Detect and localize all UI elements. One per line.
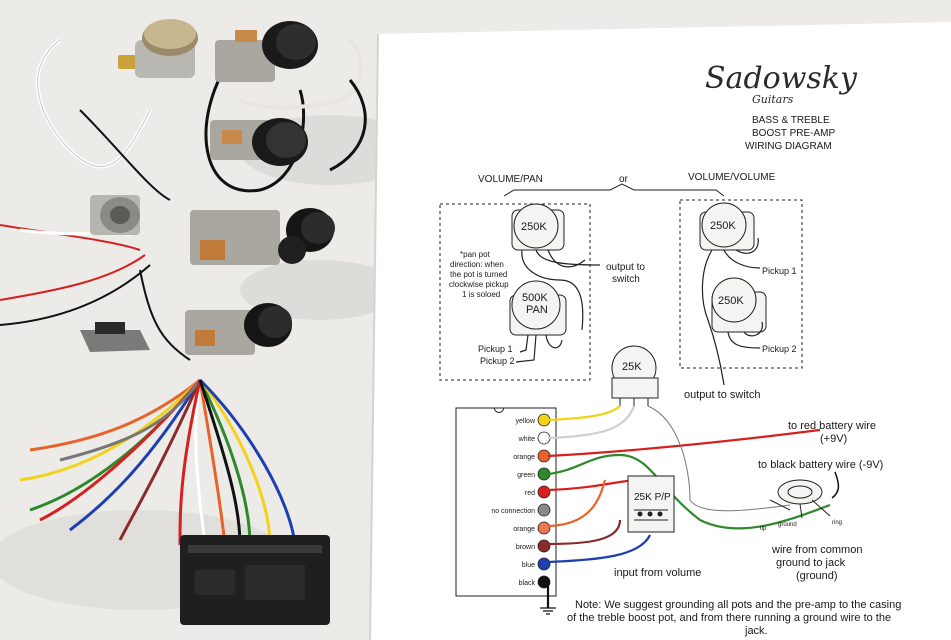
pan-pot-label-1: 500K: [522, 292, 548, 304]
preamp-terminal-label: orange: [513, 454, 535, 461]
option-bracket: [503, 183, 725, 197]
vol2-pot-label: 250K: [718, 295, 744, 307]
jack-ground: ground: [778, 522, 797, 528]
svg-text:the pot is turned: the pot is turned: [450, 270, 507, 279]
jack-ring: ring: [832, 520, 842, 526]
option-or: or: [619, 174, 629, 185]
vol2-pot: [711, 277, 767, 333]
preamp-terminal-label: yellow: [516, 418, 536, 425]
pickup1-left: Pickup 1: [478, 344, 513, 354]
option-volume-volume: VOLUME/VOLUME: [688, 172, 776, 183]
vol-pot: [511, 203, 565, 251]
preamp-terminal-label: white: [518, 436, 535, 443]
pickup2-right: Pickup 2: [762, 344, 797, 354]
parts-photo: [0, 19, 420, 625]
common-ground-1: wire from common: [771, 544, 862, 556]
preamp-terminal: [537, 521, 551, 535]
treble-pot: [611, 345, 659, 406]
pan-note: *pan pot direction: when the pot is turn…: [449, 250, 509, 299]
output-switch-2: switch: [612, 274, 640, 285]
volume-pan-box: [439, 203, 591, 381]
preamp-terminal-label: red: [525, 490, 535, 497]
preamp-connections: yellow white orange green red no connection or…: [491, 413, 551, 589]
preamp-terminal: [537, 557, 551, 571]
svg-text:*pan pot: *pan pot: [460, 250, 491, 259]
output-switch-1: output to: [606, 262, 645, 273]
option-volume-pan: VOLUME/PAN: [478, 174, 543, 185]
black-battery: to black battery wire (-9V): [758, 459, 883, 471]
brand-logo: Sadowsky: [705, 61, 858, 96]
push-pull-pot: [627, 475, 675, 533]
title-line-3: WIRING DIAGRAM: [745, 141, 832, 152]
pan-pot-label-2: PAN: [526, 304, 548, 316]
diagram-wires: [546, 405, 831, 608]
harness-wires: [19, 378, 297, 546]
brand-sub: Guitars: [752, 93, 794, 106]
note-line-3: jack.: [744, 625, 768, 637]
push-pull-label: 25K P/P: [634, 492, 671, 503]
vol1-pot-label: 250K: [710, 220, 736, 232]
treble-pot-label: 25K: [622, 361, 642, 373]
red-battery-1: to red battery wire: [788, 420, 876, 432]
svg-text:clockwise pickup: clockwise pickup: [449, 280, 509, 289]
pickup1-right: Pickup 1: [762, 266, 797, 276]
preamp-terminal-label: no connection: [491, 508, 535, 515]
ground-symbol: [540, 607, 556, 615]
ground-wire: [647, 405, 791, 512]
note-line-1: Note: We suggest grounding all pots and …: [575, 599, 901, 611]
vol-pot-label: 250K: [521, 221, 547, 233]
wiring-diagram-sheet: [369, 22, 951, 640]
output-switch-right: output to switch: [684, 389, 760, 401]
preamp-terminal: [537, 539, 551, 553]
common-ground-3: (ground): [796, 570, 838, 582]
vol1-pot: [699, 202, 755, 251]
svg-text:direction: when: direction: when: [450, 260, 504, 269]
output-jack: [769, 479, 831, 519]
note-line-2: of the treble boost pot, and from there …: [567, 612, 891, 624]
jack-tip: tip: [760, 526, 767, 532]
preamp-terminal-label: blue: [522, 562, 535, 569]
preamp-terminal-label: black: [519, 580, 536, 587]
preamp-terminal-label: brown: [516, 544, 535, 551]
preamp-terminal-label: green: [517, 472, 535, 479]
vol-vol-wires: [701, 237, 763, 386]
input-from-volume: input from volume: [614, 567, 701, 579]
volume-volume-box: [679, 199, 803, 369]
title-line-1: BASS & TREBLE: [752, 115, 830, 126]
preamp-terminal-label: orange: [513, 526, 535, 533]
preamp-box: [455, 407, 557, 597]
svg-text:1 is soloed: 1 is soloed: [462, 290, 500, 299]
red-battery-2: (+9V): [820, 433, 847, 445]
preamp-terminal: [537, 503, 551, 517]
pan-pot: [509, 280, 567, 336]
vol-pan-wires: [515, 249, 601, 363]
pickup2-left: Pickup 2: [480, 356, 515, 366]
common-ground-2: ground to jack: [776, 557, 846, 569]
preamp-terminal: [537, 485, 551, 499]
title-line-2: BOOST PRE-AMP: [752, 128, 835, 139]
